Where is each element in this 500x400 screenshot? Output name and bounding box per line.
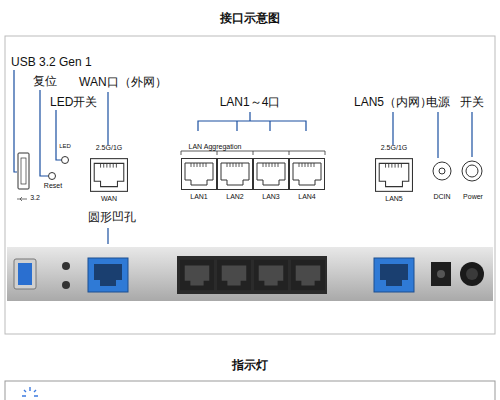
section-heading: 指示灯	[232, 359, 268, 372]
port-label: LAN5	[385, 195, 403, 203]
aggregation-bracket	[181, 151, 325, 155]
port-label: 2.5G/1G	[96, 144, 122, 152]
lan5-port-photo	[374, 258, 414, 292]
callout-label: LED开关	[50, 96, 97, 109]
port-label: LED	[59, 143, 71, 150]
lan-port-symbol	[254, 159, 289, 190]
port-label: LAN1	[190, 193, 208, 201]
callout-label: WAN口（外网）	[79, 76, 167, 89]
callout-label: LAN5（内网）	[354, 96, 432, 109]
port-label: Power	[463, 193, 483, 201]
port-label: 3.2	[30, 194, 40, 202]
usb-port-photo	[14, 259, 36, 289]
callout-label: 圆形凹孔	[88, 211, 136, 224]
dc-jack-photo	[437, 270, 445, 278]
lan5-leader	[392, 112, 393, 145]
reset-hole-symbol	[49, 173, 56, 180]
port-label: Reset	[44, 182, 62, 190]
diagram-title: 接口示意图	[220, 12, 280, 25]
callout-label: USB 3.2 Gen 1	[11, 56, 92, 69]
lan-port-photo	[254, 260, 288, 290]
panel-frame	[5, 36, 495, 334]
panel-photo	[7, 247, 493, 301]
usb-leader	[14, 70, 17, 172]
lan5-port-photo	[380, 264, 408, 286]
power-button-photo	[466, 268, 478, 280]
lan-port-symbol	[218, 159, 253, 190]
callout-label: 复位	[33, 75, 57, 88]
led-hole-photo	[62, 262, 70, 270]
dc-jack-symbol	[433, 162, 451, 180]
port-label: WAN	[101, 195, 117, 203]
lan-port-symbol	[290, 159, 325, 190]
indicator-table	[5, 381, 495, 400]
wan-port-photo	[88, 258, 128, 292]
callout-label: 电源	[426, 96, 450, 109]
power-in-leader	[437, 112, 438, 158]
lan-port-photo	[217, 260, 251, 290]
dc-jack-photo	[431, 262, 451, 286]
led-switch-symbol	[62, 157, 69, 164]
usb-symbol	[17, 197, 27, 201]
led-leader	[56, 110, 61, 160]
usb-port-photo	[18, 263, 32, 285]
port-label: LAN2	[226, 193, 244, 201]
callout-label: LAN1～4口	[220, 96, 281, 109]
indicator-icon	[22, 387, 38, 396]
lan-port-symbol	[182, 159, 217, 190]
lan5-port-symbol	[376, 159, 413, 192]
wan-port-symbol	[91, 159, 128, 192]
indicator-icon	[22, 387, 38, 396]
power-button-symbol	[462, 161, 482, 181]
port-label: DCIN	[433, 193, 450, 201]
reset-leader	[40, 90, 48, 176]
dc-jack-symbol	[439, 168, 445, 174]
lan-block-photo	[177, 256, 327, 294]
leader-lines	[14, 70, 472, 244]
usb-port-symbol	[21, 158, 26, 184]
power-button-photo	[460, 262, 484, 286]
port-label: LAN3	[262, 193, 280, 201]
wan-port-photo	[94, 264, 122, 286]
port-label: LAN Aggregation	[189, 143, 242, 151]
port-label: 2.5G/1G	[381, 144, 407, 152]
switch-leader	[471, 112, 472, 157]
lan-port-photo	[180, 260, 214, 290]
callout-label: 开关	[460, 96, 484, 109]
reset-hole-photo	[62, 281, 70, 289]
lan-bracket	[198, 112, 306, 131]
usb-port-symbol	[18, 153, 29, 189]
hole-leader	[107, 228, 108, 244]
power-button-symbol	[466, 165, 478, 177]
lan-port-photo	[291, 260, 325, 290]
port-label: LAN4	[298, 193, 316, 201]
wan-leader	[107, 92, 108, 145]
